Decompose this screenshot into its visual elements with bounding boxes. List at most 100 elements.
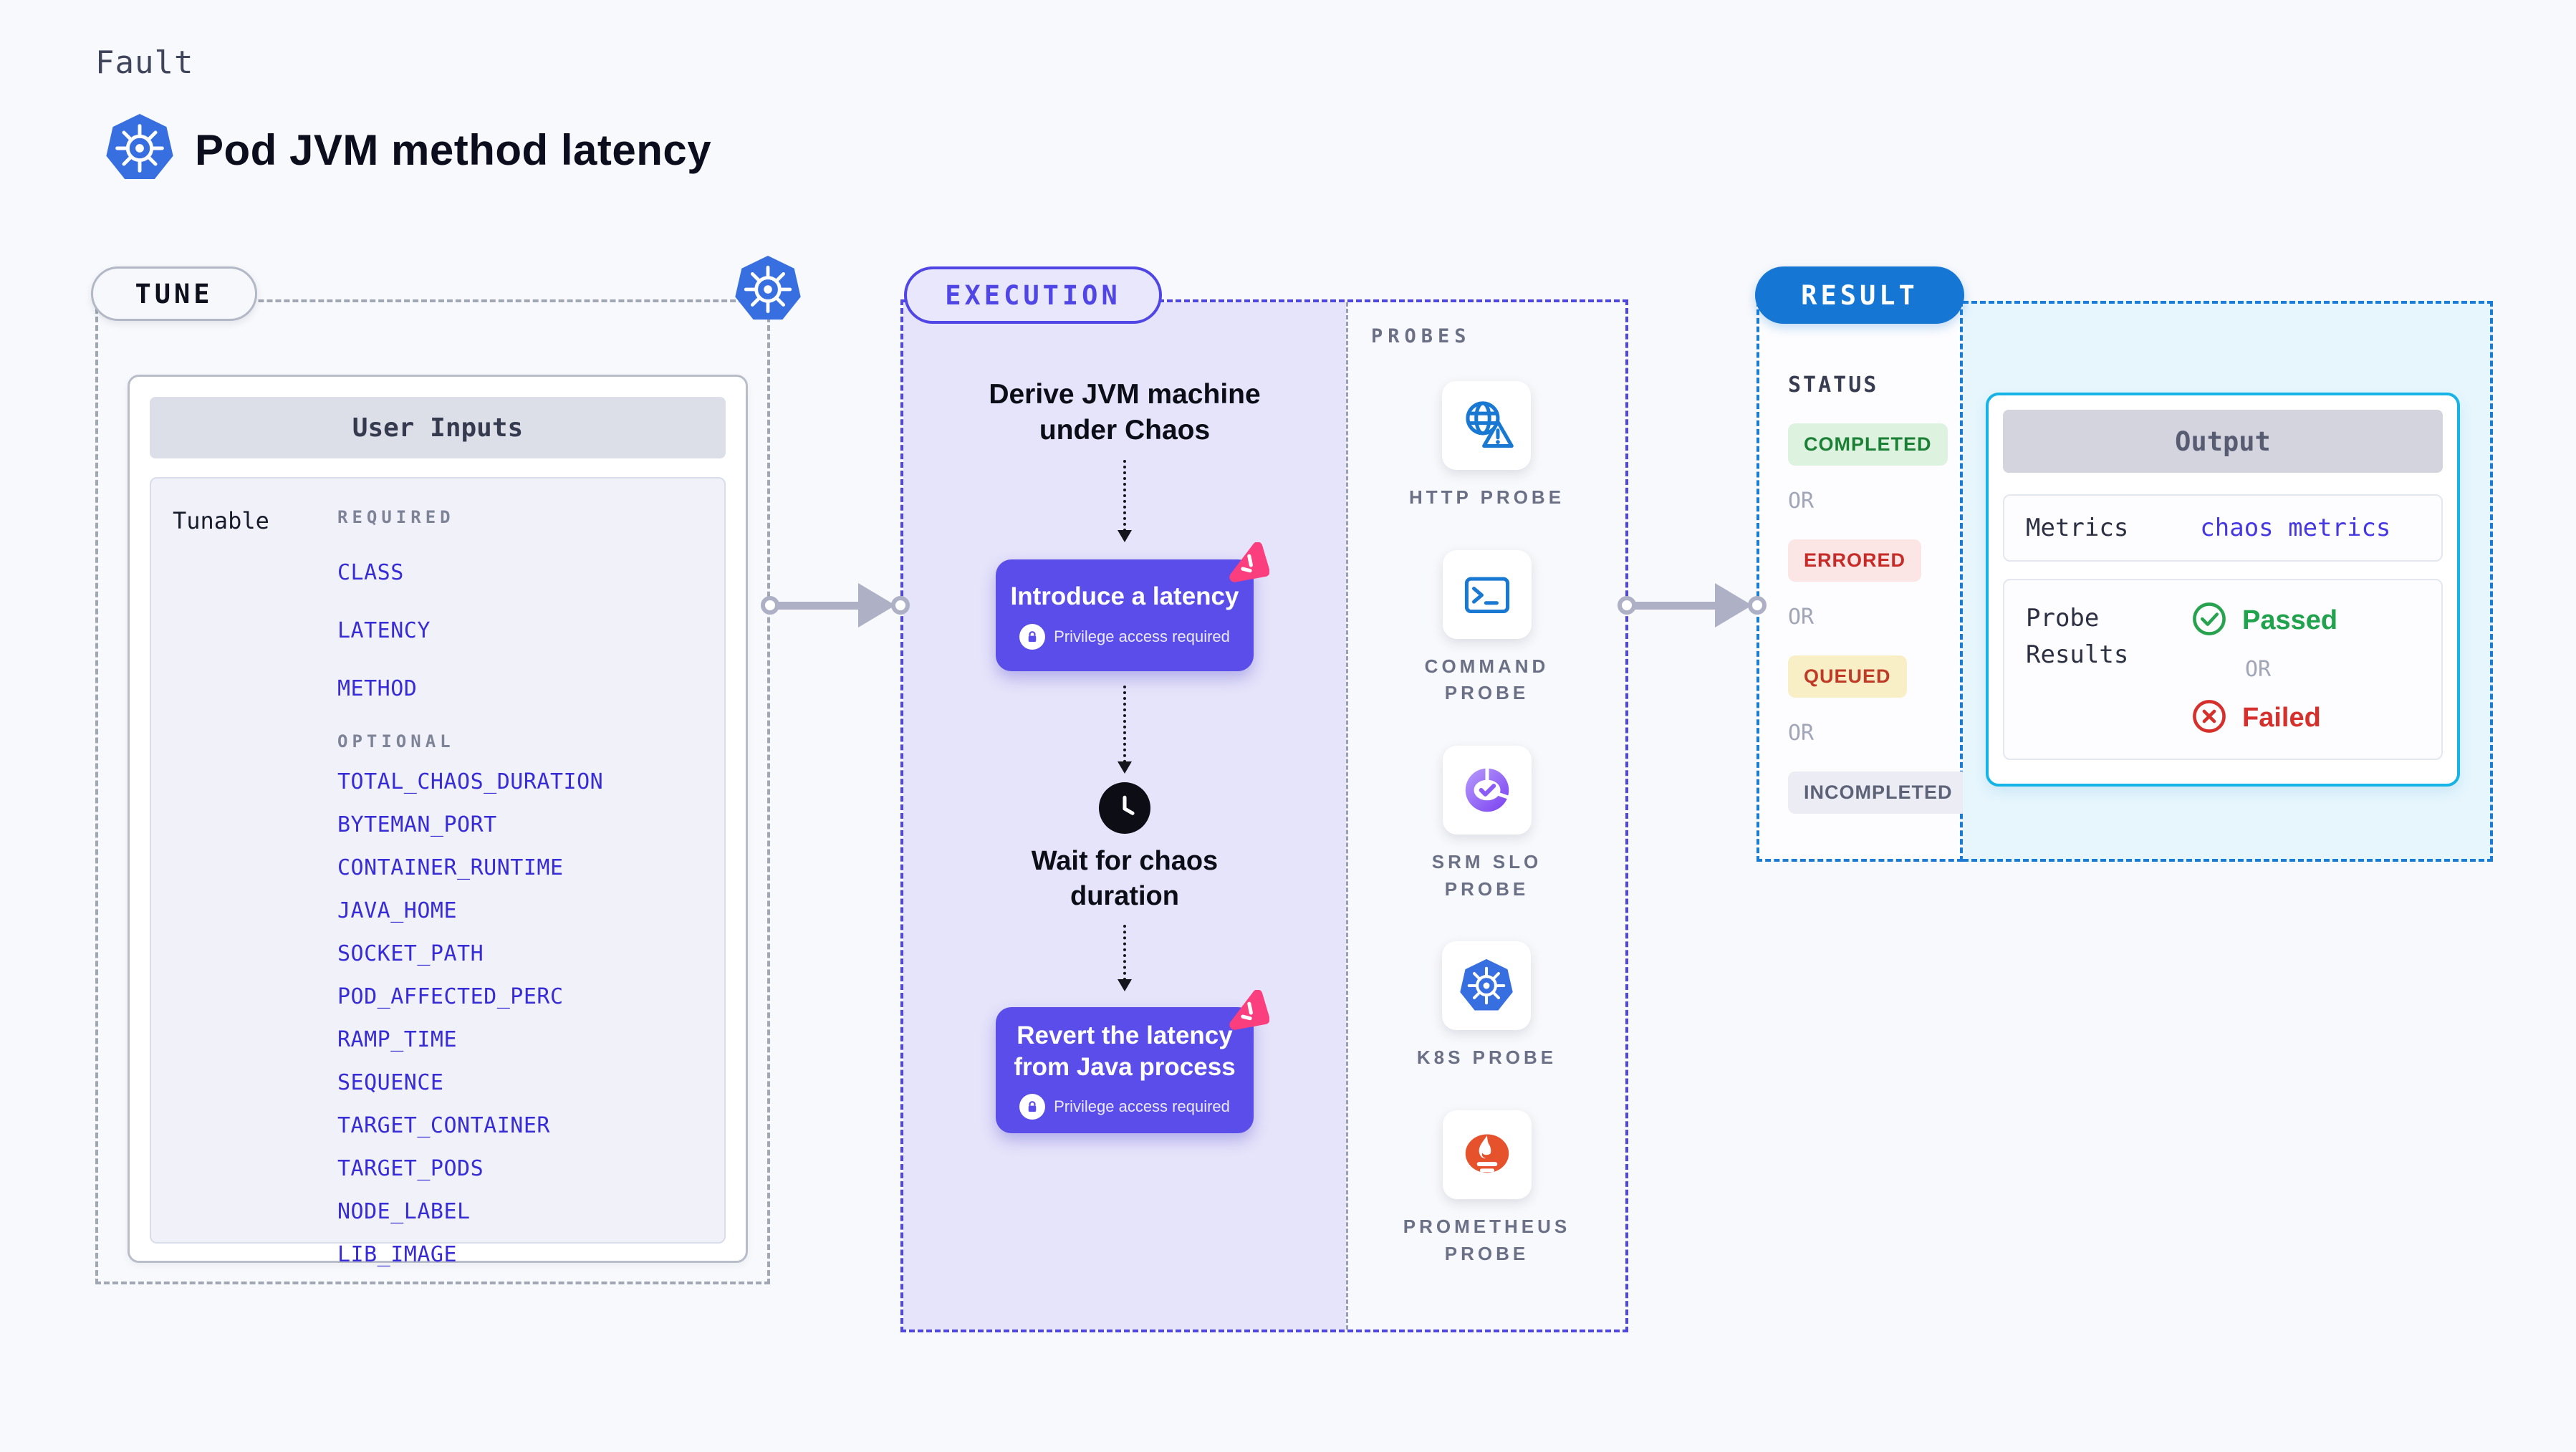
revert-line1: Revert the latency — [1017, 1021, 1233, 1049]
tunable-item[interactable]: TARGET_PODS — [337, 1156, 484, 1181]
tunable-item[interactable]: RAMP_TIME — [337, 1027, 458, 1052]
page-title: Pod JVM method latency — [195, 126, 712, 174]
user-inputs-header: User Inputs — [150, 397, 726, 458]
kubernetes-icon — [105, 112, 175, 188]
result-pill: RESULT — [1755, 266, 1964, 324]
or-label: OR — [1788, 605, 1815, 630]
status-badge-incompleted: INCOMPLETED — [1788, 771, 1969, 814]
probes-column: PROBES HTTP PR — [1346, 302, 1625, 1330]
introduce-latency-node[interactable]: Introduce a latency Privilege access req… — [996, 542, 1270, 671]
dotted-arrow-down — [1118, 924, 1132, 991]
revert-line2: from Java process — [1014, 1052, 1236, 1081]
passed-label: Passed — [2242, 605, 2338, 635]
probes-label: PROBES — [1371, 325, 1471, 347]
kubernetes-icon — [734, 254, 802, 329]
failed-label: Failed — [2242, 703, 2321, 733]
derive-line2: under Chaos — [1039, 414, 1211, 446]
x-circle-icon — [2191, 698, 2228, 739]
wait-step-text: Wait for chaos duration — [1032, 844, 1218, 915]
tunable-item[interactable]: LATENCY — [337, 618, 431, 643]
probe-label: HTTP PROBE — [1408, 486, 1565, 508]
optional-label: OPTIONAL — [337, 731, 455, 751]
execution-to-result-arrow — [1618, 583, 1767, 628]
privilege-badge: Privilege access required — [1019, 623, 1230, 650]
or-label: OR — [2245, 657, 2272, 682]
probe-results-row: Probe Results Passed OR — [2003, 579, 2443, 760]
arrow-end-dot — [891, 596, 910, 615]
probe-srm-slo: SRM SLO PROBE — [1398, 746, 1577, 903]
required-label: REQUIRED — [337, 507, 455, 527]
probe-results-line1: Probe — [2026, 604, 2100, 633]
clock-icon — [1099, 782, 1150, 834]
tunable-item[interactable]: SEQUENCE — [337, 1070, 444, 1095]
tunables-panel: Tunable REQUIRED CLASS LATENCY METHOD OP… — [150, 477, 726, 1267]
tunable-item[interactable]: CONTAINER_RUNTIME — [337, 855, 564, 880]
tune-section-box — [95, 299, 770, 1284]
tunable-item[interactable]: CLASS — [337, 560, 404, 585]
globe-alert-icon — [1442, 381, 1532, 470]
tunable-item[interactable]: LIB_IMAGE — [337, 1242, 458, 1267]
arrow-line — [1634, 601, 1717, 610]
output-header: Output — [2003, 410, 2443, 473]
terminal-icon — [1442, 549, 1532, 639]
wait-line1: Wait for chaos — [1031, 845, 1219, 876]
result-status-box: STATUS COMPLETED OR ERRORED OR QUEUED OR… — [1756, 301, 1969, 862]
tune-pill: TUNE — [91, 266, 257, 321]
derive-line1: Derive JVM machine — [989, 379, 1261, 410]
arrow-line — [777, 601, 860, 610]
failed-row: Failed — [2191, 698, 2337, 739]
tunable-item[interactable]: TOTAL_CHAOS_DURATION — [337, 769, 604, 794]
lock-icon — [1019, 623, 1046, 650]
status-label: STATUS — [1788, 372, 1879, 398]
probe-results-label: Probe Results — [2026, 600, 2191, 739]
output-card: Output Metrics chaos metrics Probe Resul… — [1986, 393, 2460, 787]
slo-gauge-icon — [1442, 746, 1532, 835]
probe-label: K8S PROBE — [1416, 1047, 1557, 1069]
arrow-start-dot — [1618, 596, 1636, 615]
probe-command: COMMAND PROBE — [1398, 549, 1577, 707]
metrics-label: Metrics — [2026, 514, 2129, 542]
or-label: OR — [1788, 721, 1815, 746]
privilege-text: Privilege access required — [1054, 1097, 1230, 1116]
fault-eyebrow: Fault — [95, 44, 193, 81]
probe-k8s: K8S PROBE — [1417, 941, 1557, 1072]
lock-icon — [1019, 1094, 1046, 1120]
chaos-hub-icon — [1224, 542, 1270, 588]
tunable-item[interactable]: TARGET_CONTAINER — [337, 1113, 550, 1138]
execution-pill: EXECUTION — [904, 266, 1162, 324]
metrics-row: Metrics chaos metrics — [2003, 494, 2443, 562]
user-inputs-card: User Inputs Tunable REQUIRED CLASS LATEN… — [128, 375, 748, 1267]
check-circle-icon — [2191, 600, 2228, 641]
probe-prometheus: PROMETHEUS PROBE — [1398, 1110, 1577, 1267]
status-badge-errored: ERRORED — [1788, 539, 1922, 582]
tunable-item[interactable]: BYTEMAN_PORT — [337, 812, 497, 837]
tunable-item[interactable]: POD_AFFECTED_PERC — [337, 984, 564, 1009]
tune-to-execution-arrow — [761, 583, 910, 628]
probe-http: HTTP PROBE — [1409, 381, 1565, 511]
execution-section-box: Derive JVM machine under Chaos Introduce… — [900, 299, 1628, 1332]
derive-step-text: Derive JVM machine under Chaos — [989, 377, 1260, 448]
revert-latency-node[interactable]: Revert the latency from Java process Pri… — [996, 989, 1270, 1133]
fault-label: Fault — [95, 44, 194, 81]
tunable-item[interactable]: JAVA_HOME — [337, 898, 458, 923]
introduce-latency-label: Introduce a latency — [1010, 582, 1239, 610]
or-label: OR — [1788, 489, 1815, 514]
arrow-head — [1715, 583, 1752, 628]
passed-row: Passed — [2191, 600, 2337, 641]
tunable-item[interactable]: SOCKET_PATH — [337, 941, 484, 966]
privilege-text: Privilege access required — [1054, 627, 1230, 645]
tunable-item[interactable]: METHOD — [337, 676, 418, 701]
wait-line2: duration — [1070, 881, 1179, 912]
chaos-hub-icon — [1224, 989, 1270, 1036]
required-group: REQUIRED CLASS LATENCY METHOD — [337, 507, 703, 701]
tunable-row-label: Tunable — [173, 507, 269, 534]
execution-flow: Derive JVM machine under Chaos Introduce… — [903, 302, 1346, 1330]
privilege-badge: Privilege access required — [1019, 1094, 1230, 1120]
prometheus-flame-icon — [1442, 1110, 1532, 1200]
tunable-item[interactable]: NODE_LABEL — [337, 1199, 471, 1224]
arrow-end-dot — [1748, 596, 1767, 615]
probe-label: SRM SLO PROBE — [1431, 851, 1542, 900]
optional-group: OPTIONAL TOTAL_CHAOS_DURATION BYTEMAN_PO… — [337, 731, 703, 1267]
metrics-value[interactable]: chaos metrics — [2200, 514, 2391, 542]
page-header: Pod JVM method latency — [105, 112, 711, 188]
